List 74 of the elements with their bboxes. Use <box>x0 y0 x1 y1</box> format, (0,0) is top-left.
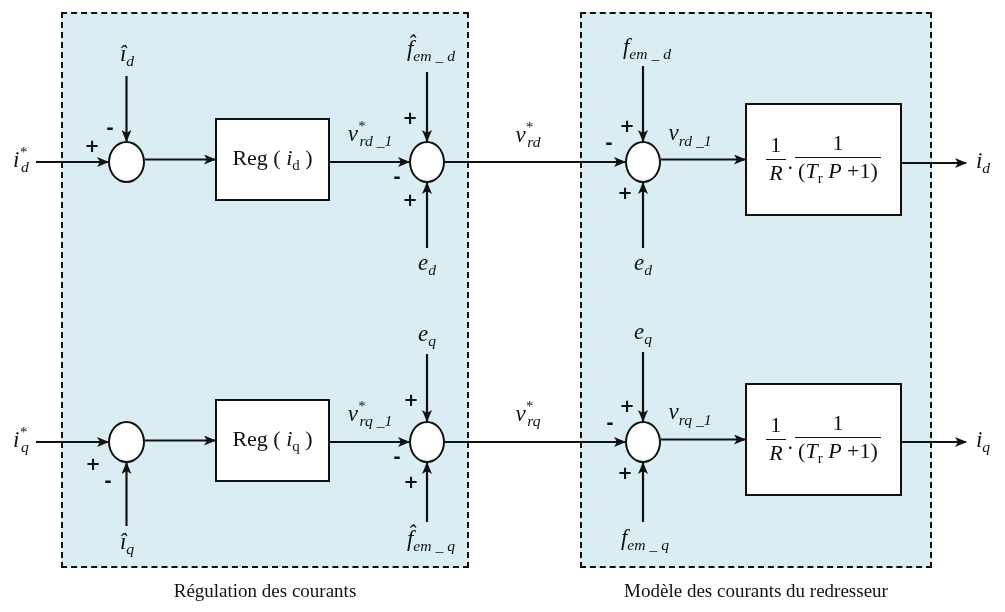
transfer-function-block <box>745 103 902 216</box>
sign-label: + <box>402 191 418 209</box>
signal-label: e$_{q}$ <box>626 316 660 352</box>
arrow <box>121 76 132 142</box>
numerator: 1 <box>769 132 783 159</box>
sign-label: + <box>619 117 635 135</box>
region-caption: Régulation des courants <box>173 580 357 602</box>
product-dot: . <box>787 148 794 175</box>
signal-label: f$_{em _ q}$ <box>608 522 682 558</box>
arrow <box>638 462 648 522</box>
denominator: (T$_{r}$ P +1) <box>797 158 879 189</box>
arrow <box>445 157 626 167</box>
sign-label: - <box>393 168 401 186</box>
arrow <box>902 158 967 168</box>
signal-label: e$_{d}$ <box>626 248 660 282</box>
arrow <box>422 354 432 422</box>
sign-label: + <box>403 391 419 409</box>
sign-label: + <box>85 455 101 473</box>
numerator: 1 <box>769 412 783 439</box>
sign-label: - <box>106 119 114 137</box>
signal-label: î$_{d}$ <box>110 36 144 76</box>
sign-label: - <box>393 448 401 466</box>
signal-label: f̂$_{em _ d}$ <box>396 30 466 72</box>
sign-label: + <box>402 109 418 127</box>
edge-label: v$_{rd _1}$ <box>668 121 712 149</box>
arrow <box>445 437 626 447</box>
sign-label: + <box>84 137 100 155</box>
arrow <box>661 154 746 165</box>
arrow <box>422 182 432 248</box>
summing-junction <box>108 141 145 183</box>
product-dot: . <box>787 428 794 455</box>
summing-junction <box>409 141 445 183</box>
denominator: R <box>768 160 784 187</box>
region-caption: Modèle des courants du redresseur <box>624 580 888 602</box>
sign-label: + <box>617 184 633 202</box>
arrow <box>36 157 109 167</box>
sign-label: + <box>403 473 419 491</box>
arrow <box>422 72 432 142</box>
arrow <box>638 66 648 142</box>
transfer-function-block <box>745 383 902 496</box>
numerator: 1 <box>831 130 845 157</box>
denominator: R <box>768 440 784 467</box>
summing-junction <box>625 141 661 183</box>
signal-label: i$_{d}$ <box>966 145 1000 181</box>
arrow <box>121 462 132 526</box>
summing-junction <box>625 421 661 463</box>
arrow <box>330 157 410 167</box>
sign-label: - <box>606 414 614 432</box>
arrow <box>638 352 648 422</box>
numerator: 1 <box>831 410 845 437</box>
regulator-block: Reg ( i$_{q}$ ) <box>215 399 330 482</box>
arrow <box>661 434 746 445</box>
summing-junction <box>108 421 145 463</box>
sign-label: + <box>619 397 635 415</box>
signal-label: î$_{q}$ <box>110 526 144 562</box>
arrow <box>902 437 967 447</box>
sign-label: + <box>617 464 633 482</box>
arrow <box>330 437 410 447</box>
sign-label: - <box>605 134 613 152</box>
arrow <box>145 435 216 446</box>
arrow <box>36 437 109 447</box>
arrow <box>145 154 216 165</box>
signal-label: e$_{d}$ <box>410 248 444 282</box>
regulator-block: Reg ( i$_{d}$ ) <box>215 118 330 201</box>
arrow <box>422 462 432 522</box>
denominator: (T$_{r}$ P +1) <box>797 438 879 469</box>
signal-label: e$_{q}$ <box>410 318 444 354</box>
signal-label: f$_{em _ d}$ <box>610 32 684 66</box>
edge-label: v$_{rq _1}$ <box>668 400 712 428</box>
signal-label: f̂$_{em _ q}$ <box>396 522 466 560</box>
arrow <box>638 182 648 248</box>
sign-label: - <box>104 472 112 490</box>
summing-junction <box>409 421 445 463</box>
signal-label: i$_{q}$ <box>966 424 1000 460</box>
